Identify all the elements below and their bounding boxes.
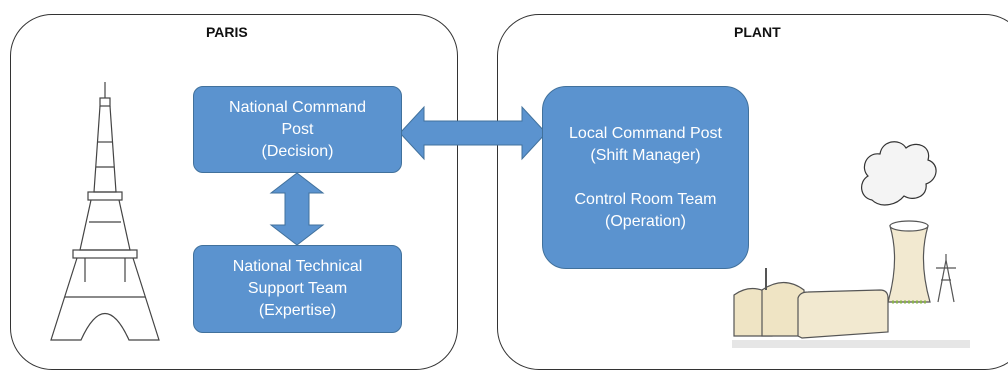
node-line: Post <box>281 120 314 138</box>
horizontal-double-arrow <box>399 105 547 161</box>
vertical-double-arrow <box>269 172 325 246</box>
node-line: Support Team <box>247 280 348 297</box>
national-technical-support-box: National Technical Support Team (Experti… <box>193 245 402 333</box>
node-line: Local Command Post <box>569 124 722 142</box>
node-line: Control Room Team <box>574 190 717 208</box>
node-line: (Decision) <box>261 142 334 160</box>
paris-panel-title: PARIS <box>206 24 248 40</box>
node-line: (Operation) <box>605 212 686 230</box>
node-line: (Expertise) <box>258 302 337 319</box>
national-command-post-box: National Command Post (Decision) <box>193 86 402 173</box>
nuclear-plant-icon <box>732 141 970 348</box>
local-command-post-box: Local Command Post (Shift Manager) Contr… <box>542 86 749 269</box>
node-line: (Shift Manager) <box>590 146 701 164</box>
node-line: National Command <box>229 98 366 116</box>
eiffel-tower-icon <box>50 82 160 341</box>
steam-cloud-icon <box>861 141 937 206</box>
plant-panel-title: PLANT <box>734 24 781 40</box>
node-line: National Technical <box>232 258 363 275</box>
